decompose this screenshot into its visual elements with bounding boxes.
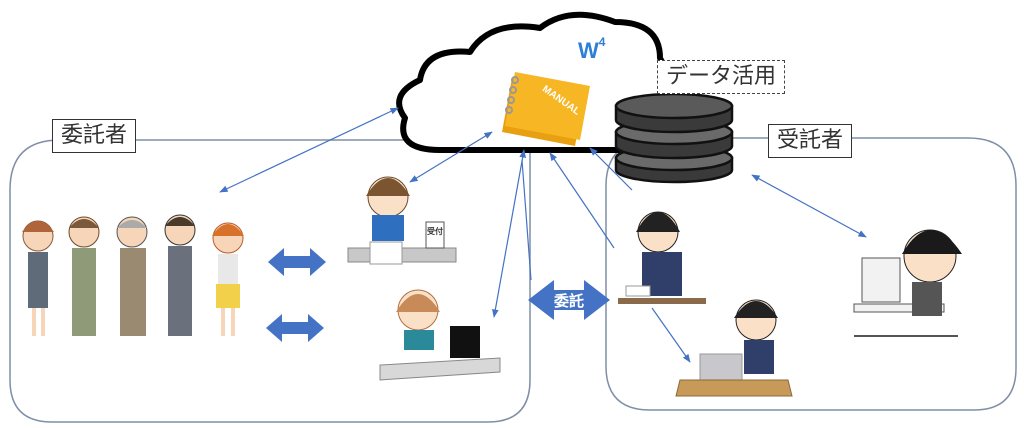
arrow-operator-manual bbox=[492, 149, 526, 318]
double-arrow-top bbox=[268, 248, 326, 276]
arrow-db-manual bbox=[589, 147, 633, 191]
manual-book-icon: MANUAL bbox=[502, 72, 590, 146]
computer-operator-illustration bbox=[379, 289, 501, 381]
consignor-label: 委託者 bbox=[52, 119, 137, 153]
line-consign-left bbox=[521, 159, 532, 281]
w4-title: W bbox=[578, 38, 599, 63]
consignee-label: 受託者 bbox=[768, 124, 853, 158]
w4-logo: W4 bbox=[578, 35, 606, 64]
person-businessman bbox=[164, 214, 196, 336]
arrow-phone-manual bbox=[549, 152, 615, 249]
arrow-reception-manual bbox=[409, 131, 493, 183]
telephone-operator-illustration bbox=[618, 211, 706, 304]
consignor-people-illustration bbox=[22, 214, 244, 336]
reception-worker-illustration: 受付 bbox=[347, 176, 457, 265]
consignor-group-box bbox=[9, 139, 531, 423]
person-senior-man bbox=[116, 216, 148, 336]
consignment-double-arrow bbox=[528, 280, 610, 320]
consignment-label: 委託 bbox=[554, 292, 584, 310]
person-man-glasses bbox=[68, 216, 100, 336]
person-woman-receptionist bbox=[22, 220, 54, 336]
arrow-people-cloud bbox=[219, 107, 399, 193]
data-utilization-label: データ活用 bbox=[657, 60, 786, 94]
w4-superscript: 4 bbox=[598, 35, 606, 49]
double-arrow-bottom bbox=[266, 314, 324, 342]
reception-sign: 受付 bbox=[427, 226, 443, 236]
person-woman-yellow bbox=[212, 222, 244, 336]
database-icon bbox=[614, 92, 734, 184]
arrow-db-pc-worker bbox=[751, 174, 867, 238]
laptop-worker-illustration bbox=[675, 299, 793, 397]
arrow-phone-laptop bbox=[651, 307, 691, 363]
consignee-group-box bbox=[605, 137, 1017, 411]
pc-worker-illustration bbox=[853, 229, 962, 337]
